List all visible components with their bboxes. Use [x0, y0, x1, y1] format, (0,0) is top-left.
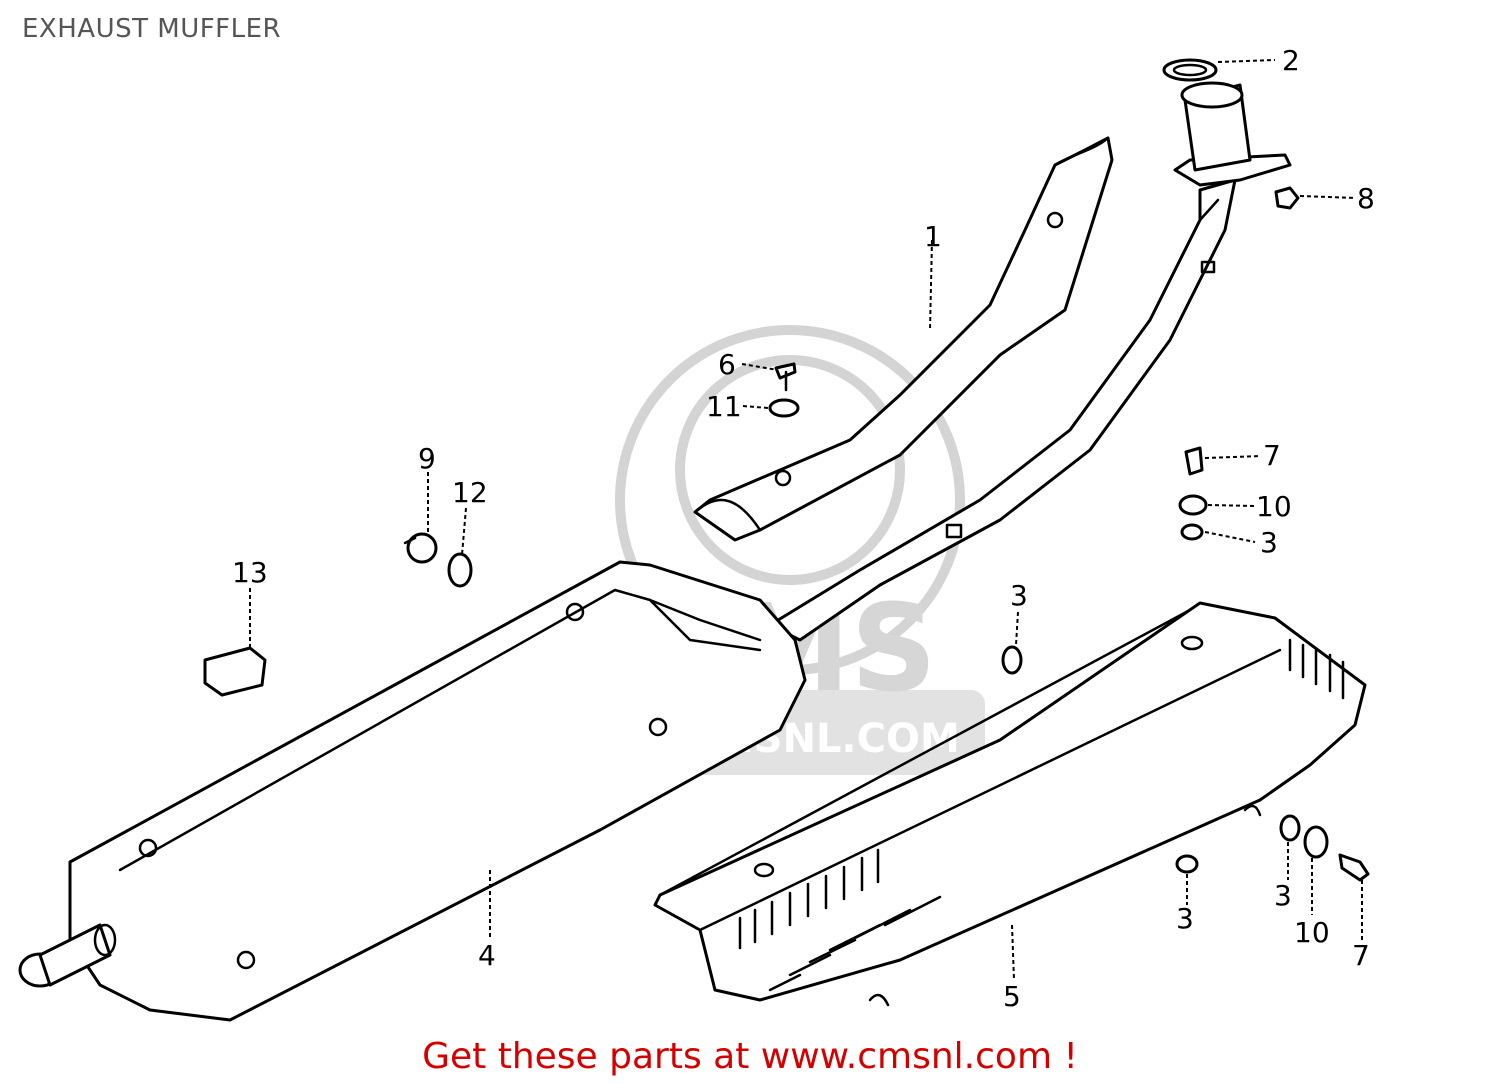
- hardware-parts: [203, 186, 1370, 882]
- callout-12: 12: [452, 476, 488, 509]
- callout-6: 6: [718, 348, 736, 381]
- callout-11: 11: [706, 390, 742, 423]
- leader-lines: [249, 59, 1363, 981]
- callout-3-upper: 3: [1260, 526, 1278, 559]
- callout-2: 2: [1282, 44, 1300, 77]
- callout-10-upper: 10: [1256, 490, 1292, 523]
- callout-4: 4: [478, 939, 496, 972]
- muffler-protector-part-5: [653, 601, 1367, 1007]
- muffler-body-part-4: [18, 560, 807, 1022]
- callout-8: 8: [1357, 182, 1375, 215]
- callout-7-lower: 7: [1352, 939, 1370, 972]
- callout-3-lower-left: 3: [1176, 902, 1194, 935]
- protector-vents: [738, 638, 1345, 992]
- callout-9: 9: [418, 442, 436, 475]
- callout-3-lower-right: 3: [1274, 879, 1292, 912]
- callout-labels: 1 2 3 3 3 3 4 5 6 7 7 8 9 10 10 11 12 13: [232, 44, 1375, 1013]
- exhaust-flange: [1162, 58, 1292, 187]
- exhaust-pipe: [768, 178, 1237, 642]
- page-title: EXHAUST MUFFLER: [22, 14, 282, 44]
- footer-parts-link[interactable]: Get these parts at www.cmsnl.com !: [422, 1036, 1078, 1077]
- callout-7-upper: 7: [1263, 439, 1281, 472]
- callout-1: 1: [924, 220, 942, 253]
- callout-13: 13: [232, 556, 268, 589]
- callout-3-middle: 3: [1010, 579, 1028, 612]
- callout-10-lower: 10: [1294, 916, 1330, 949]
- heat-shield-part-1: [693, 136, 1114, 542]
- callout-5: 5: [1003, 980, 1021, 1013]
